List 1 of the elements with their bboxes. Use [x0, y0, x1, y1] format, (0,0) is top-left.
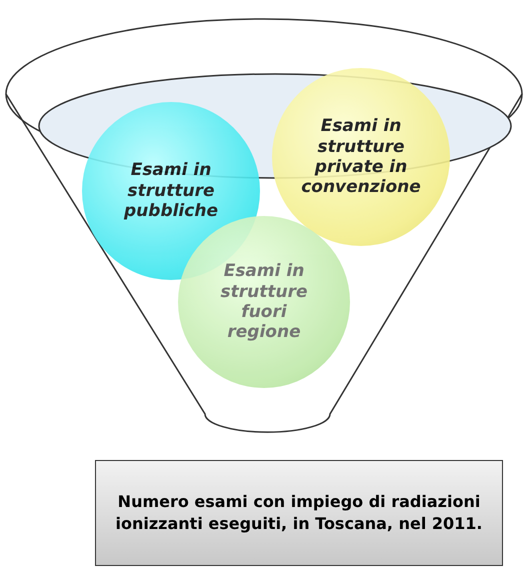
- caption-box: Numero esami con impiego di radiazioni ionizzanti eseguiti, in Toscana, nel 2011.: [95, 460, 503, 566]
